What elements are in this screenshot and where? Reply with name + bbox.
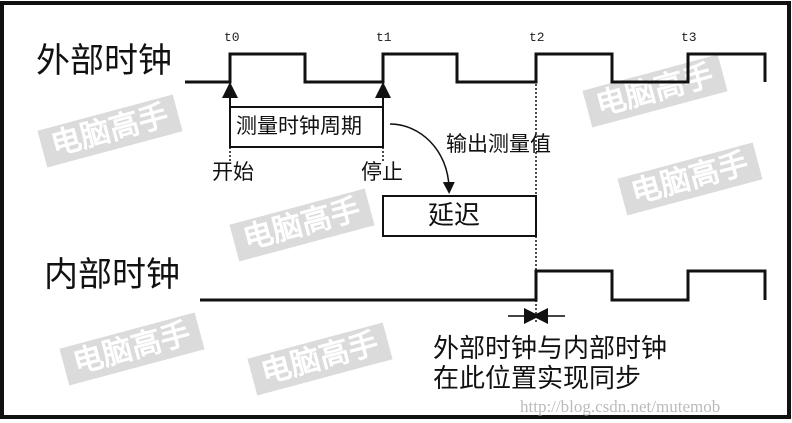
delay-box-label: 延迟 <box>428 201 481 231</box>
internal-clock-label: 内部时钟 <box>44 255 180 295</box>
external-clock-waveform <box>185 52 767 84</box>
delay-box <box>382 195 537 237</box>
time-mark-t3: t3 <box>681 30 697 45</box>
start-label: 开始 <box>212 160 254 184</box>
time-mark-t0: t0 <box>224 30 240 45</box>
measure-box <box>229 106 384 148</box>
time-mark-t1: t1 <box>376 30 392 45</box>
output-label: 输出测量值 <box>446 132 551 156</box>
internal-clock-waveform <box>200 269 767 302</box>
sync-note-line2: 在此位置实现同步 <box>433 364 642 394</box>
time-mark-t2: t2 <box>529 30 545 45</box>
measure-box-label: 测量时钟周期 <box>236 114 362 138</box>
url-watermark: http://blog.csdn.net/mutemob <box>520 397 721 416</box>
sync-note-line1: 外部时钟与内部时钟 <box>433 334 668 364</box>
stop-label: 停止 <box>361 160 403 184</box>
external-clock-label: 外部时钟 <box>36 41 172 81</box>
output-curve-arrow <box>389 123 455 194</box>
